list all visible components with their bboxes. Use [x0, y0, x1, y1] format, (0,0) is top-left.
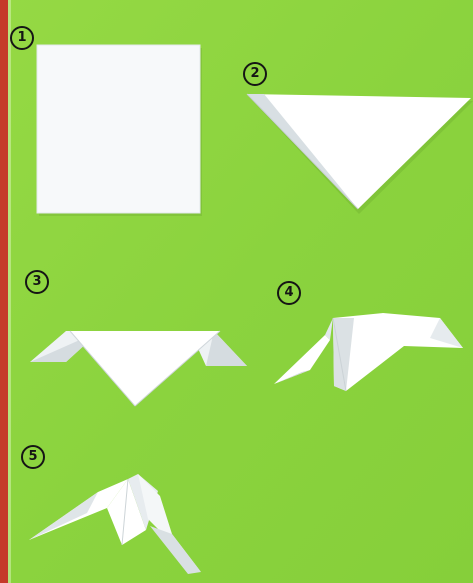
step-number-2: 2: [243, 62, 267, 86]
red-left-edge: [0, 0, 8, 583]
step1-square-paper: [37, 45, 202, 216]
step-number-5: 5: [21, 445, 45, 469]
step-number-3: 3: [25, 270, 49, 294]
step-number-1: 1: [10, 26, 34, 50]
step-number-4: 4: [277, 281, 301, 305]
edge-highlight: [8, 0, 11, 583]
